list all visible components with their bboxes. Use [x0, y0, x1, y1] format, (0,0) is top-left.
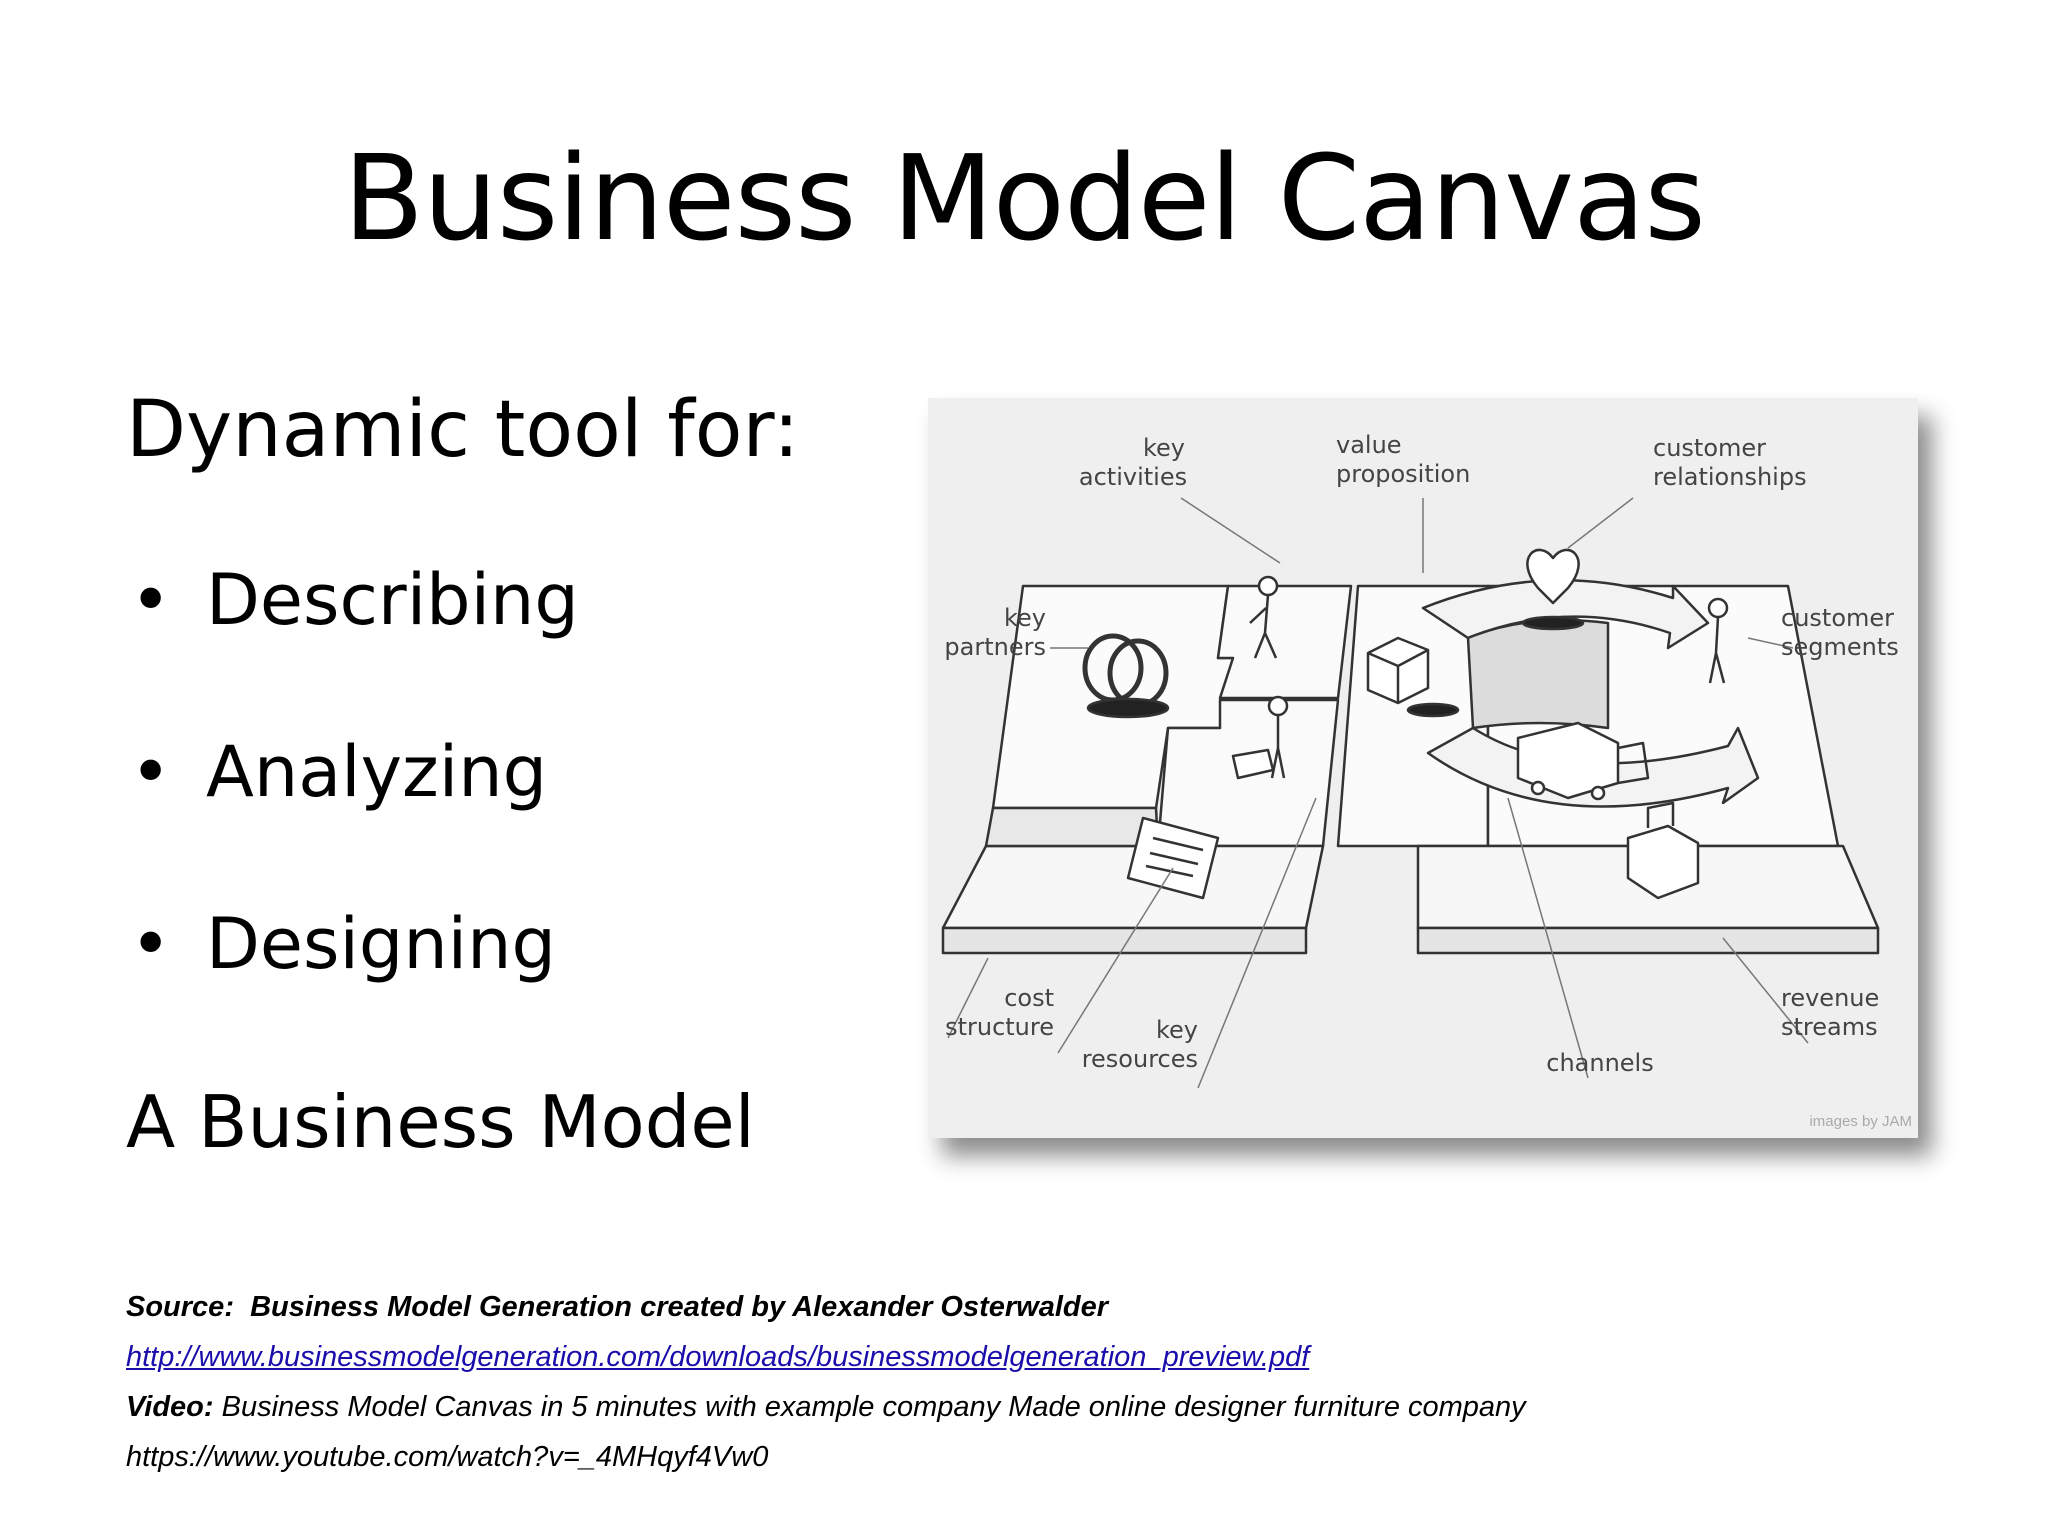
label-value-proposition: proposition — [1336, 460, 1470, 488]
bullet-list: • Describing • Analyzing • Designing — [126, 555, 579, 1071]
bullet-item: • Analyzing — [126, 727, 579, 899]
bullet-text: Analyzing — [206, 731, 548, 813]
source-line: Source: Business Model Generation create… — [126, 1282, 1526, 1332]
label-key-partners: key — [1004, 604, 1046, 632]
label-key-activities: activities — [1079, 463, 1187, 491]
slide-subtitle: Dynamic tool for: — [126, 385, 800, 475]
bullet-text: Designing — [206, 903, 556, 985]
link-line: http://www.businessmodelgeneration.com/d… — [126, 1332, 1526, 1382]
label-key-resources: key — [1156, 1016, 1198, 1044]
video-label: Video: — [126, 1391, 214, 1423]
video-line: Video: Business Model Canvas in 5 minute… — [126, 1382, 1526, 1432]
source-label: Source: — [126, 1291, 234, 1323]
label-customer-segments: customer — [1781, 604, 1894, 632]
label-customer-relationships: customer — [1653, 434, 1766, 462]
label-key-activities: key — [1143, 434, 1185, 462]
label-revenue-streams: revenue — [1781, 984, 1879, 1012]
label-cost-structure: cost — [1004, 984, 1054, 1012]
video-url[interactable]: https://www.youtube.com/watch?v=_4MHqyf4… — [126, 1441, 769, 1473]
business-model-canvas-image: key activities value proposition custome… — [928, 398, 1918, 1138]
bullet-item: • Describing — [126, 555, 579, 727]
label-revenue-streams: streams — [1781, 1013, 1878, 1041]
label-value-proposition: value — [1336, 431, 1402, 459]
video-url-line: https://www.youtube.com/watch?v=_4MHqyf4… — [126, 1432, 1526, 1482]
label-key-resources: resources — [1082, 1045, 1198, 1073]
label-key-partners: partners — [944, 633, 1046, 661]
closing-text: A Business Model — [126, 1080, 755, 1164]
bullet-dot-icon: • — [130, 731, 172, 813]
footer-sources: Source: Business Model Generation create… — [126, 1282, 1526, 1482]
video-text: Business Model Canvas in 5 minutes with … — [221, 1391, 1526, 1423]
label-customer-relationships: relationships — [1653, 463, 1807, 491]
label-cost-structure: structure — [945, 1013, 1054, 1041]
bullet-dot-icon: • — [130, 559, 172, 641]
slide-title: Business Model Canvas — [343, 129, 1706, 267]
label-customer-segments: segments — [1781, 633, 1899, 661]
bullet-item: • Designing — [126, 899, 579, 1071]
label-channels: channels — [1546, 1049, 1653, 1077]
canvas-illustration: key activities value proposition custome… — [941, 431, 1912, 1130]
source-text: Business Model Generation created by Ale… — [250, 1291, 1109, 1323]
source-link[interactable]: http://www.businessmodelgeneration.com/d… — [126, 1341, 1310, 1373]
bullet-text: Describing — [206, 559, 579, 641]
image-credit: images by JAM — [1809, 1113, 1912, 1130]
bullet-dot-icon: • — [130, 903, 172, 985]
